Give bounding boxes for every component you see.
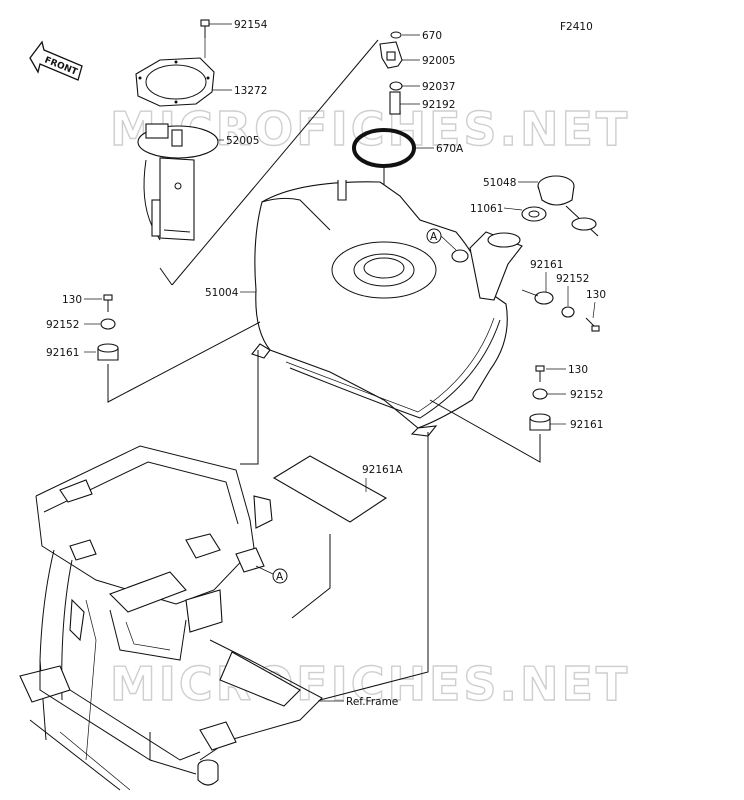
figure-code: F2410 — [560, 21, 593, 33]
label-92154: 92154 — [234, 19, 268, 31]
damper-92161-left-icon — [97, 343, 119, 361]
bolt-92154-icon — [200, 19, 210, 38]
rubber-pad-92161a-icon — [272, 455, 388, 523]
bolt-130-left-icon — [103, 294, 113, 312]
group-line-pump — [171, 39, 379, 286]
leader-tank-frame-right — [319, 432, 429, 701]
front-arrow-icon: FRONT — [29, 40, 83, 81]
label-52005: 52005 — [226, 135, 259, 147]
damper-92161-lower-icon — [529, 413, 551, 431]
label-13272: 13272 — [234, 85, 267, 97]
callout-a-frame-label: A — [276, 571, 284, 583]
label-92161a: 92161A — [362, 464, 403, 476]
label-92152-lower: 92152 — [570, 389, 603, 401]
label-51048: 51048 — [483, 177, 516, 189]
label-92161-lower: 92161 — [570, 419, 603, 431]
leader-left-group — [107, 321, 261, 403]
sensor-92005-icon — [379, 41, 403, 69]
ref-frame-label: Ref.Frame — [346, 696, 398, 708]
label-130-right: 130 — [586, 289, 606, 301]
label-92037: 92037 — [422, 81, 455, 93]
leader-lower-group — [429, 399, 541, 463]
leader-pad-frame — [291, 534, 331, 619]
oring-670-icon — [390, 31, 402, 39]
label-92005: 92005 — [422, 55, 455, 67]
label-92161-left: 92161 — [46, 347, 79, 359]
collar-92152-lower-icon — [532, 388, 548, 400]
fuel-pump-52005-icon — [137, 123, 219, 241]
label-51004: 51004 — [205, 287, 239, 299]
damper-92161-right-icon — [534, 291, 554, 305]
fuel-cap-51048-icon — [537, 175, 599, 237]
watermark-bottom: MICROFICHES.NET — [110, 657, 630, 711]
gasket-11061-icon — [521, 206, 547, 222]
callout-a-frame — [272, 568, 288, 584]
fuel-tank-51004-icon — [251, 180, 523, 437]
collar-92152-right-icon — [561, 306, 575, 318]
group-line-pump-stub — [159, 267, 173, 286]
hose-92192-icon — [389, 91, 401, 115]
leader-tank-frame-left — [240, 350, 259, 465]
frame-icon — [19, 445, 323, 791]
label-670: 670 — [422, 30, 442, 42]
label-670a: 670A — [436, 143, 464, 155]
bolt-130-lower-icon — [535, 365, 545, 382]
callout-a-top-label: A — [430, 231, 438, 243]
collar-92152-left-icon — [100, 318, 116, 330]
bolt-130-right-icon — [585, 317, 600, 332]
label-92152-left: 92152 — [46, 319, 79, 331]
label-11061: 11061 — [470, 203, 503, 215]
label-130-lower: 130 — [568, 364, 588, 376]
clamp-92037-icon — [389, 81, 403, 91]
label-92192: 92192 — [422, 99, 455, 111]
label-92161-right: 92161 — [530, 259, 563, 271]
gasket-13272-icon — [135, 57, 215, 107]
label-92152-right: 92152 — [556, 273, 589, 285]
label-130-left: 130 — [62, 294, 82, 306]
